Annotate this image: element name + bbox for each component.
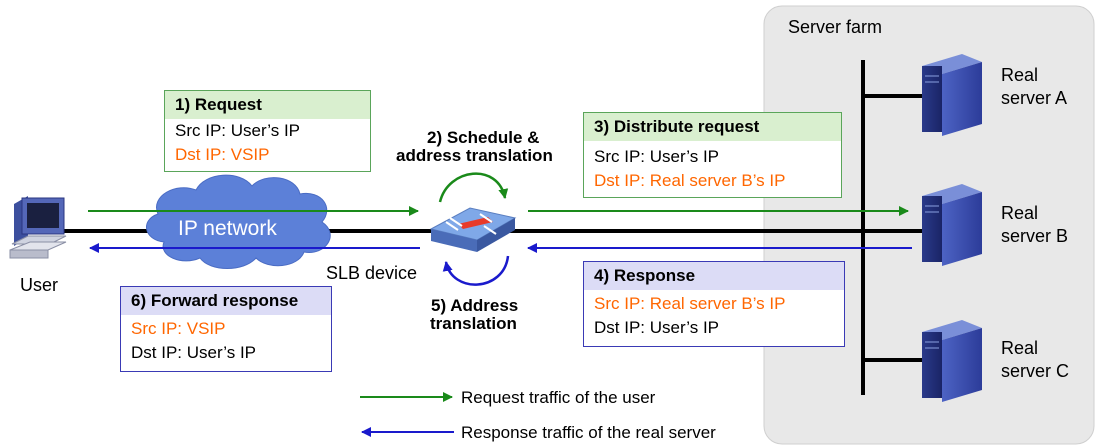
legend-response-label: Response traffic of the real server xyxy=(461,423,716,442)
server-b-label-line1: Real xyxy=(1001,203,1039,223)
real-server-b-icon xyxy=(922,184,982,266)
server-c-label-line1: Real xyxy=(1001,338,1039,358)
distribute-request-box: 3) Distribute request Src IP: User’s IP … xyxy=(583,112,842,198)
user-computer-icon xyxy=(9,196,67,259)
real-server-c-icon xyxy=(922,320,982,402)
legend-request-label: Request traffic of the user xyxy=(461,388,656,407)
distribute-src-ip: Src IP: User’s IP xyxy=(594,147,720,166)
forward-response-box: 6) Forward response Src IP: VSIP Dst IP:… xyxy=(120,286,332,372)
forward-src-ip: Src IP: VSIP xyxy=(131,319,226,338)
schedule-label-line1: 2) Schedule & xyxy=(427,128,540,147)
request-box: 1) Request Src IP: User’s IP Dst IP: VSI… xyxy=(164,90,371,172)
request-dst-ip: Dst IP: VSIP xyxy=(175,145,270,164)
ip-network-label: IP network xyxy=(178,217,277,240)
schedule-curve-arrow xyxy=(438,172,509,203)
address-translation-label-line2: translation xyxy=(430,314,517,333)
server-b-label-line2: server B xyxy=(1001,226,1069,246)
forward-box-title: 6) Forward response xyxy=(121,287,331,315)
ip-network-cloud xyxy=(146,174,331,269)
slb-device-label: SLB device xyxy=(326,263,418,283)
server-farm-title: Server farm xyxy=(788,17,883,37)
request-box-title: 1) Request xyxy=(165,91,370,119)
slb-device-icon xyxy=(429,207,517,252)
response-box-title: 4) Response xyxy=(584,262,844,290)
forward-dst-ip: Dst IP: User’s IP xyxy=(131,343,257,362)
server-c-label-line2: server C xyxy=(1001,361,1070,381)
request-src-ip: Src IP: User’s IP xyxy=(175,121,301,140)
distribute-box-title: 3) Distribute request xyxy=(584,113,841,141)
address-translation-curve-arrow xyxy=(442,255,510,286)
distribute-dst-ip: Dst IP: Real server B’s IP xyxy=(594,171,786,190)
response-dst-ip: Dst IP: User’s IP xyxy=(594,318,720,337)
address-translation-label-line1: 5) Address xyxy=(431,296,519,315)
real-server-a-icon xyxy=(922,54,982,136)
response-src-ip: Src IP: Real server B’s IP xyxy=(594,294,786,313)
response-box: 4) Response Src IP: Real server B’s IP D… xyxy=(583,261,845,347)
server-a-label-line2: server A xyxy=(1001,88,1068,108)
schedule-label-line2: address translation xyxy=(396,146,553,165)
user-label: User xyxy=(20,275,59,295)
server-a-label-line1: Real xyxy=(1001,65,1039,85)
